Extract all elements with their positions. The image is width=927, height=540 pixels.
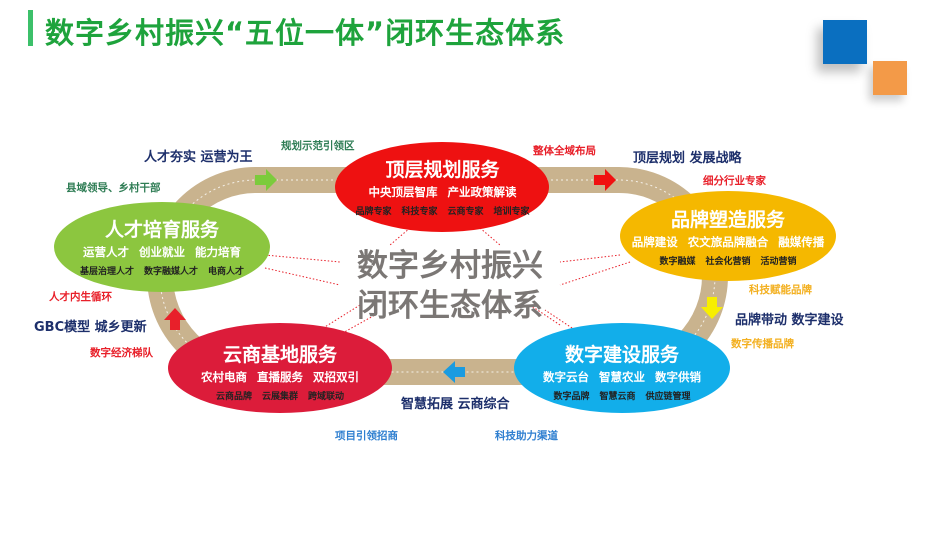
node-subitem: 活动营销 xyxy=(760,257,797,267)
label-digital-spread: 数字传播品牌 xyxy=(731,338,794,350)
label-digital-echelon: 数字经济梯队 xyxy=(90,347,153,359)
label-smart-expand: 智慧拓展 云商综合 xyxy=(401,397,510,412)
arrow-right-red-icon xyxy=(594,169,616,191)
decor-square-orange xyxy=(873,61,907,95)
center-title: 数字乡村振兴 闭环生态体系 xyxy=(340,246,560,326)
node-subitem: 智慧云商 xyxy=(599,392,636,402)
node-title: 云商基地服务 xyxy=(222,344,337,366)
label-project-invest: 项目引领招商 xyxy=(335,430,398,442)
title-accent-bar xyxy=(28,10,33,46)
node-bg-digital xyxy=(514,323,730,413)
node-top-planning: 顶层规划服务 中央顶层智库产业政策解读 品牌专家科技专家云商专家培训专家 xyxy=(335,155,550,217)
node-item: 能力培育 xyxy=(195,245,241,259)
node-brand: 品牌塑造服务 品牌建设农文旅品牌融合融媒传播 数字融媒社会化营销活动营销 xyxy=(620,205,836,267)
center-line-2: 闭环生态体系 xyxy=(357,288,543,324)
node-cloud-base: 云商基地服务 农村电商直播服务双招双引 云商品牌云展集群跨域联动 xyxy=(168,340,392,402)
node-item: 农文旅品牌融合 xyxy=(687,235,769,249)
arrow-left-blue-icon xyxy=(443,361,465,383)
node-bg-cloud xyxy=(168,323,392,413)
label-talent-cycle: 人才内生循环 xyxy=(49,291,112,303)
node-subitem: 科技专家 xyxy=(401,207,438,217)
label-brand-digital: 品牌带动 数字建设 xyxy=(735,313,844,328)
page-title: 数字乡村振兴“五位一体”闭环生态体系 xyxy=(45,16,566,50)
node-title: 品牌塑造服务 xyxy=(670,209,785,231)
node-title: 人才培育服务 xyxy=(104,219,219,241)
node-title: 顶层规划服务 xyxy=(385,159,500,181)
node-subitem: 数字融媒 xyxy=(659,257,696,267)
node-subitem: 云商专家 xyxy=(447,207,484,217)
node-bg-top xyxy=(335,142,549,232)
label-whole-layout: 整体全域布局 xyxy=(533,145,596,157)
node-item: 农村电商 xyxy=(201,370,247,384)
node-talent: 人才培育服务 运营人才创业就业能力培育 基层治理人才数字融媒人才电商人才 xyxy=(54,215,270,277)
node-item: 中央顶层智库 xyxy=(368,185,438,199)
label-plan-demo: 规划示范引领区 xyxy=(281,140,355,152)
node-digital: 数字建设服务 数字云台智慧农业数字供销 数字品牌智慧云商供应链管理 xyxy=(514,340,730,402)
label-tech-channel: 科技助力渠道 xyxy=(495,430,558,442)
node-item: 产业政策解读 xyxy=(447,185,517,199)
node-bg-brand xyxy=(620,191,836,281)
node-item: 融媒传播 xyxy=(778,235,825,249)
node-subitem: 数字融媒人才 xyxy=(143,267,198,277)
decor-square-blue xyxy=(823,20,867,64)
node-item: 智慧农业 xyxy=(599,370,645,384)
node-subitem: 云商品牌 xyxy=(215,392,252,402)
node-item: 数字云台 xyxy=(543,370,589,384)
node-subitem: 数字品牌 xyxy=(553,392,590,402)
node-subitem: 基层治理人才 xyxy=(79,267,134,277)
node-item: 数字供销 xyxy=(655,370,701,384)
node-item: 品牌建设 xyxy=(631,235,678,249)
center-line-1: 数字乡村振兴 xyxy=(357,248,543,284)
node-subitem: 电商人才 xyxy=(208,267,245,277)
node-item: 创业就业 xyxy=(139,245,185,259)
label-industry-expert: 细分行业专家 xyxy=(703,175,766,187)
node-subitem: 云展集群 xyxy=(261,392,298,402)
connector-lines xyxy=(264,227,631,341)
label-county: 县域领导、乡村干部 xyxy=(66,182,161,194)
node-subitem: 社会化营销 xyxy=(705,257,751,267)
node-title: 数字建设服务 xyxy=(564,344,679,366)
node-subitem: 品牌专家 xyxy=(355,207,392,217)
node-subitem: 供应链管理 xyxy=(645,392,691,402)
node-item: 双招双引 xyxy=(313,370,359,384)
arrow-right-green-icon xyxy=(255,169,277,191)
node-item: 运营人才 xyxy=(83,245,129,259)
arrow-down-yellow-icon xyxy=(701,297,723,319)
node-bg-talent xyxy=(54,202,270,292)
node-subitem: 跨域联动 xyxy=(308,392,345,402)
arrow-up-red-icon xyxy=(164,308,186,330)
label-talent-top: 人才夯实 运营为王 xyxy=(144,150,253,165)
label-tech-brand: 科技赋能品牌 xyxy=(749,284,812,296)
node-subitem: 培训专家 xyxy=(493,207,530,217)
label-plan-strategy: 顶层规划 发展战略 xyxy=(633,151,742,166)
label-gbc: GBC模型 城乡更新 xyxy=(34,320,147,335)
node-item: 直播服务 xyxy=(257,370,303,384)
